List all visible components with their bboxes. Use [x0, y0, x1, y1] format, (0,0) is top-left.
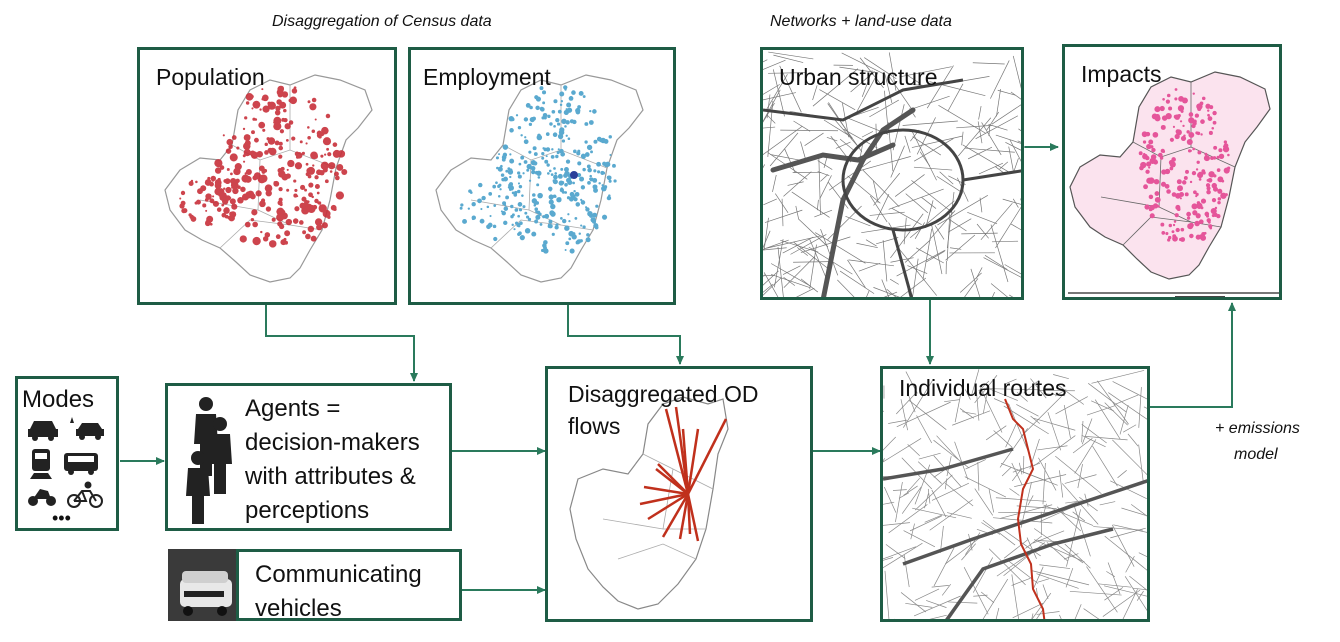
- networks-caption: Networks + land-use data: [770, 13, 952, 30]
- od-flows-map: [569, 396, 729, 610]
- agents-line2: decision-makers: [245, 429, 420, 456]
- impacts-map: [1068, 71, 1279, 297]
- od-flows-title-line1: Disaggregated OD: [568, 381, 759, 407]
- mode-icons: [28, 417, 104, 508]
- population-map: [164, 74, 373, 283]
- census-caption: Disaggregation of Census data: [272, 13, 492, 30]
- emissions-caption-line2: model: [1234, 446, 1278, 463]
- train-icon: [30, 449, 52, 479]
- impacts-panel: Impacts: [1062, 44, 1282, 300]
- arrow-population-to-agents: [265, 305, 418, 382]
- emissions-caption-line1: + emissions: [1215, 420, 1300, 437]
- agents-line3: with attributes &: [245, 463, 416, 490]
- urban-structure-title: Urban structure: [779, 64, 938, 90]
- modes-more: •••: [52, 508, 71, 528]
- routes-panel: Individual routes: [880, 366, 1150, 622]
- electric-car-icon: [70, 417, 104, 440]
- population-title: Population: [156, 64, 265, 90]
- modes-title: Modes: [22, 386, 95, 413]
- modes-panel: Modes •••: [15, 376, 119, 531]
- motorcycle-icon: [28, 489, 56, 506]
- arrow-routes-to-impacts: [1150, 302, 1236, 408]
- impacts-title: Impacts: [1081, 61, 1162, 87]
- employment-map: [435, 74, 644, 283]
- urban-structure-panel: Urban structure: [760, 47, 1024, 300]
- bicycle-icon: [67, 481, 103, 508]
- routes-title: Individual routes: [899, 375, 1067, 401]
- employment-title: Employment: [423, 64, 551, 90]
- od-flows-panel: Disaggregated OD flows: [545, 366, 813, 622]
- od-flows-title-line2: flows: [568, 413, 621, 439]
- bus-icon: [64, 453, 98, 475]
- population-panel: Population: [137, 47, 397, 305]
- car-icon: [28, 421, 58, 441]
- people-icon: [186, 397, 232, 524]
- vehicles-line2: vehicles: [255, 595, 342, 621]
- agents-panel: Agents = decision-makers with attributes…: [165, 383, 452, 531]
- delivery-robot-image: [168, 549, 238, 621]
- arrow-employment-to-od: [567, 305, 684, 365]
- routes-map: [883, 369, 1147, 619]
- agents-line4: perceptions: [245, 497, 370, 524]
- urban-structure-map: [763, 51, 1021, 297]
- vehicles-panel: Communicating vehicles: [236, 549, 462, 621]
- vehicles-line1: Communicating: [255, 561, 422, 588]
- agents-line1: Agents =: [245, 395, 341, 422]
- employment-panel: Employment: [408, 47, 676, 305]
